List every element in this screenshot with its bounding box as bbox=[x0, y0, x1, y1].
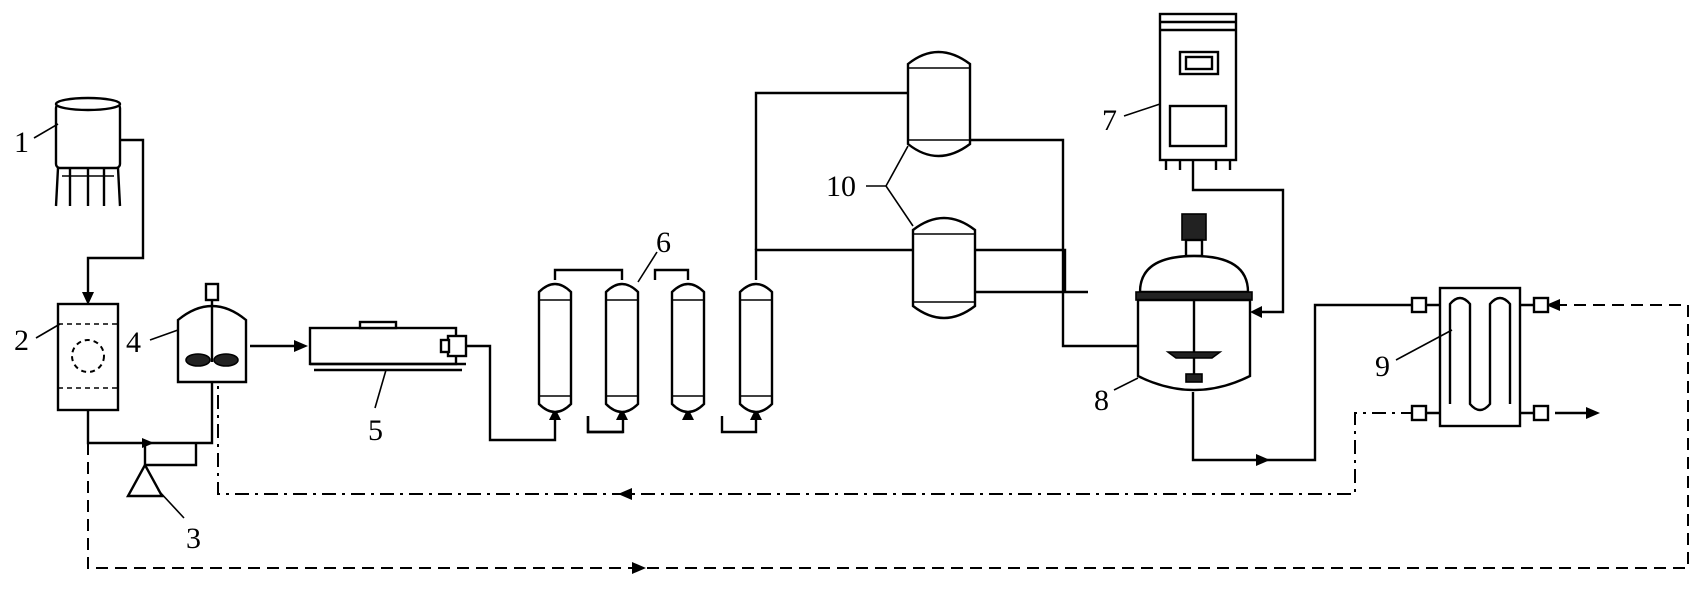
pipe-8-to-9 bbox=[1191, 303, 1415, 462]
tank-lower bbox=[911, 216, 977, 320]
label-4: 4 bbox=[126, 326, 141, 359]
pipe-10-to-8 bbox=[970, 138, 1158, 348]
arrow-into-2 bbox=[82, 292, 94, 305]
tank-upper bbox=[906, 50, 972, 158]
pipe-col-3-4-bot bbox=[720, 416, 758, 434]
pipe-7-to-8 bbox=[1191, 160, 1285, 314]
label-2: 2 bbox=[14, 324, 29, 357]
arrow-return-lower-1 bbox=[632, 562, 646, 574]
label-8: 8 bbox=[1094, 384, 1109, 417]
arrow-8-to-9 bbox=[1256, 454, 1270, 466]
column-2 bbox=[604, 282, 640, 414]
equipment-10-tanks bbox=[906, 50, 977, 320]
arrow-col-2 bbox=[616, 408, 628, 420]
arrow-col-3 bbox=[682, 408, 694, 420]
column-3 bbox=[670, 282, 706, 414]
arrow-col-4 bbox=[750, 408, 762, 420]
label-3: 3 bbox=[186, 522, 201, 555]
arrow-9-out bbox=[1586, 407, 1600, 419]
leader-3 bbox=[157, 489, 185, 519]
equipment-2-unit bbox=[56, 302, 120, 412]
label-9: 9 bbox=[1375, 350, 1390, 383]
label-5: 5 bbox=[368, 414, 383, 447]
arrow-col-1 bbox=[549, 408, 561, 420]
pipe-5-to-6 bbox=[466, 344, 557, 442]
pipe-col-3-4-top bbox=[653, 268, 690, 280]
equipment-3-pump bbox=[125, 462, 165, 498]
column-4 bbox=[738, 282, 774, 414]
equipment-6-columns bbox=[537, 282, 774, 414]
equipment-8-reactor bbox=[1135, 213, 1253, 392]
label-1: 1 bbox=[14, 126, 29, 159]
equipment-7-cabinet bbox=[1158, 12, 1238, 170]
leader-2 bbox=[35, 323, 61, 339]
leader-8 bbox=[1113, 377, 1139, 391]
column-1 bbox=[537, 282, 573, 414]
pipe-1-to-2 bbox=[86, 138, 145, 296]
pipe-6-up-to-10 bbox=[754, 91, 908, 250]
label-7: 7 bbox=[1102, 104, 1117, 137]
leader-10 bbox=[866, 145, 914, 227]
return-line-upper bbox=[217, 380, 1415, 495]
equipment-4-stirred-tank bbox=[176, 282, 248, 384]
leader-1 bbox=[33, 123, 59, 139]
pipe-pump-branch bbox=[143, 443, 198, 467]
label-10: 10 bbox=[826, 170, 856, 203]
leader-5 bbox=[374, 369, 387, 409]
arrow-return-lower-2 bbox=[1546, 299, 1560, 311]
leader-9 bbox=[1395, 329, 1453, 361]
equipment-9-heat-exchanger bbox=[1410, 286, 1550, 428]
arrow-pump-line bbox=[142, 438, 154, 448]
leader-7 bbox=[1123, 103, 1161, 117]
equipment-1-storage-tank bbox=[54, 96, 122, 207]
arrow-return-upper bbox=[618, 488, 632, 500]
pipe-col-2-3b bbox=[586, 416, 625, 434]
arrow-into-8-right bbox=[1250, 306, 1262, 318]
label-6: 6 bbox=[656, 226, 671, 259]
equipment-5-horizontal-unit bbox=[308, 320, 468, 372]
pipe-6-to-10 bbox=[754, 248, 1088, 294]
leader-4 bbox=[149, 329, 179, 341]
leader-6 bbox=[637, 251, 658, 283]
arrow-into-5 bbox=[294, 340, 308, 352]
pipe-col-1-2 bbox=[553, 268, 624, 280]
